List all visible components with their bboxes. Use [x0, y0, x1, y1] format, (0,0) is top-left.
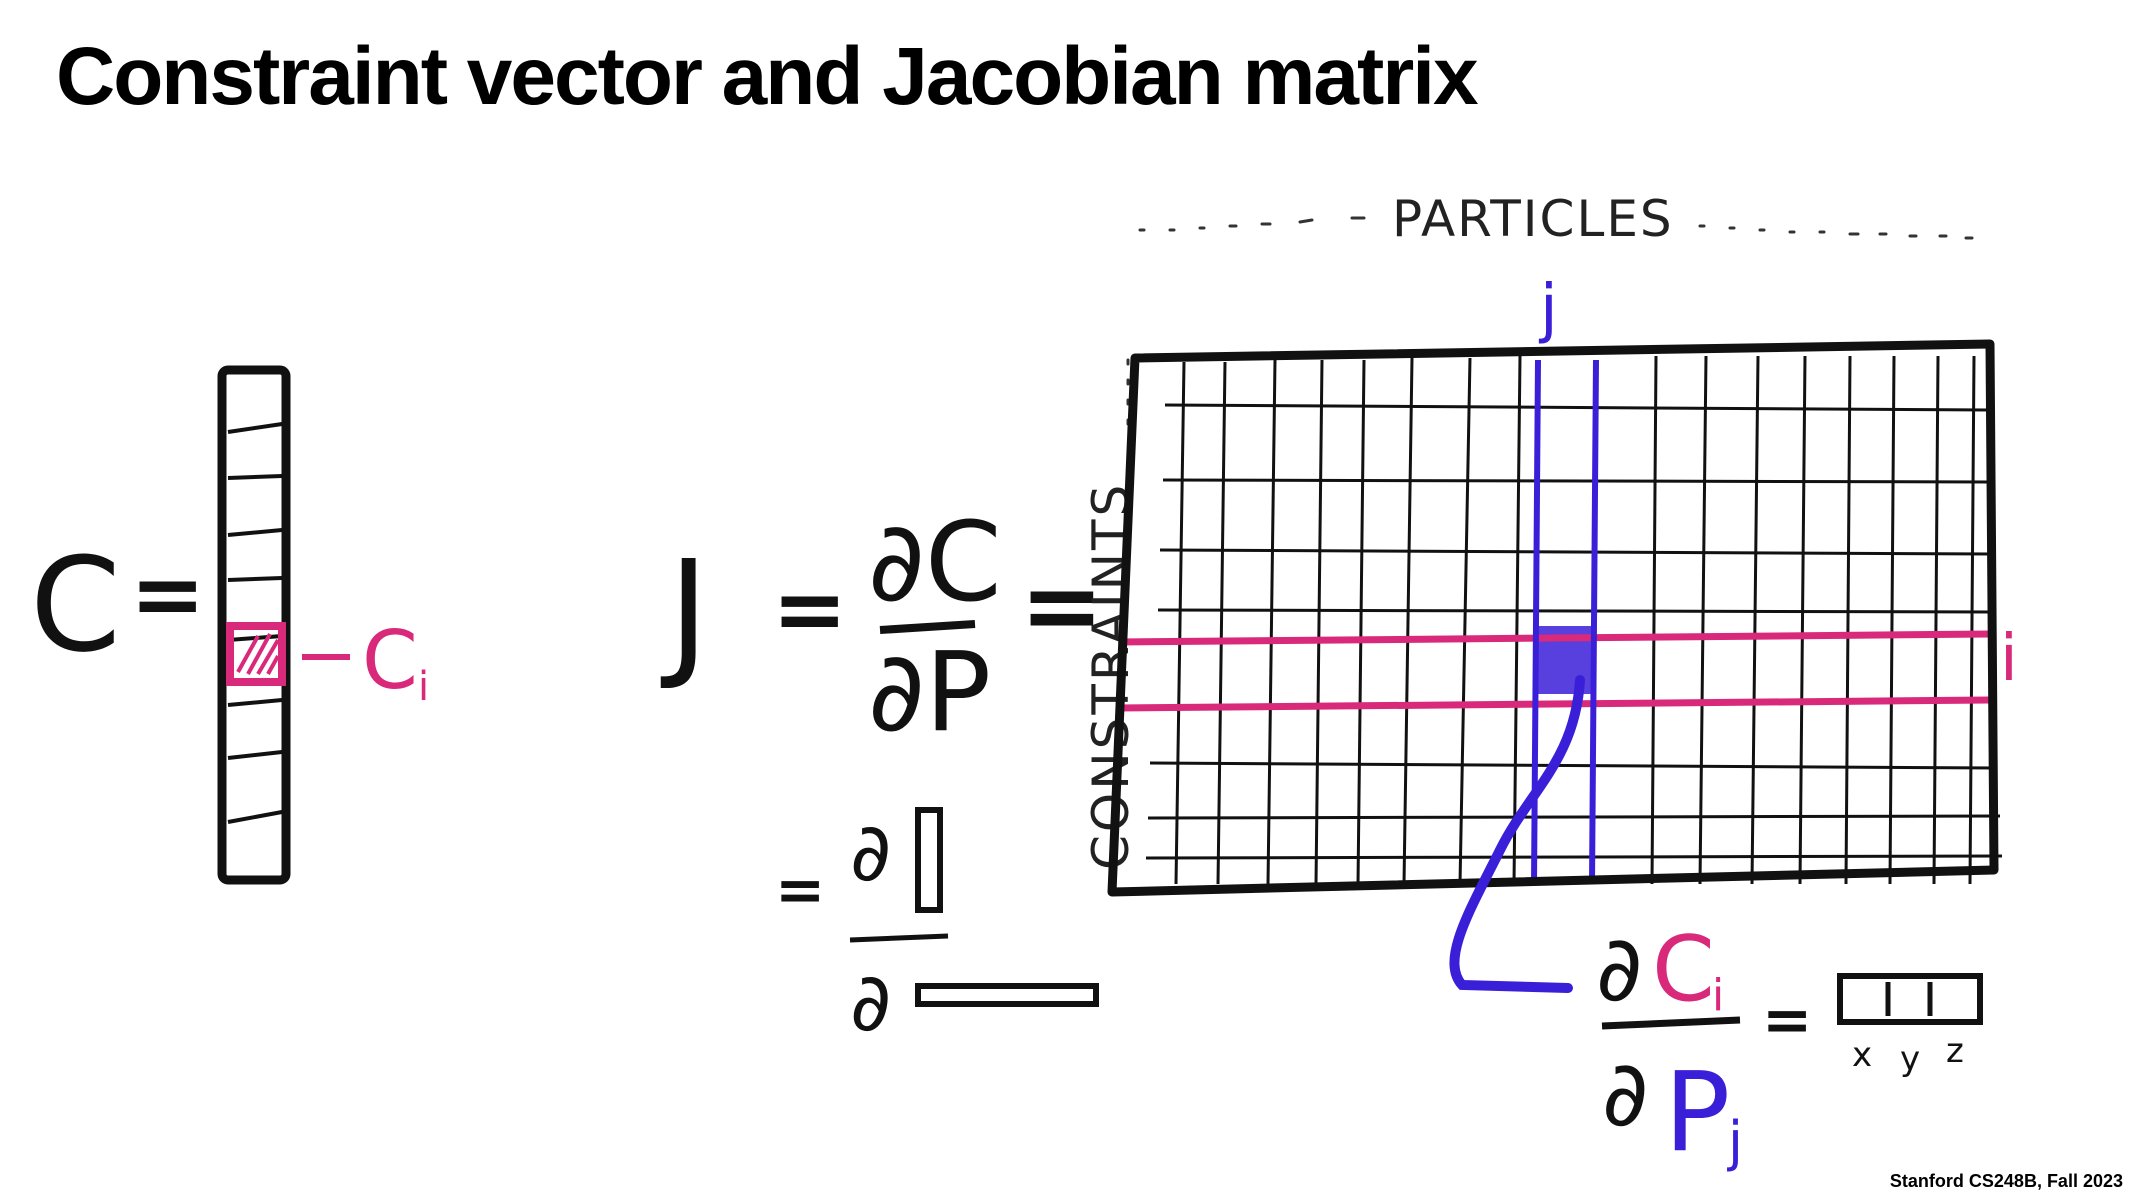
vector-divider [227, 750, 283, 760]
row-i-bottom [1117, 696, 1991, 712]
vector-symbol: C [30, 529, 121, 681]
vector-ci-subscript: i [418, 664, 429, 710]
row-i-top [1119, 630, 1991, 646]
shape-partial-bottom: ∂ [850, 956, 891, 1049]
slide-title: Constraint vector and Jacobian matrix [56, 31, 1479, 122]
jacobian-symbol: J [660, 531, 709, 694]
jacobian-equation: J = ∂C ∂P = = ∂ ∂ [660, 498, 1104, 1049]
vector-divider [227, 698, 283, 707]
entry-denominator-var: P [1664, 1048, 1730, 1176]
component-x: x [1852, 1035, 1872, 1075]
row-i-index: i [2000, 622, 2018, 696]
shape-partial-top: ∂ [850, 806, 891, 899]
vector-divider [227, 528, 283, 537]
vector-divider [227, 474, 283, 480]
shape-equals: = [775, 855, 825, 925]
entry-denominator-sub: j [1727, 1110, 1743, 1173]
entry-numerator-var: C [1652, 917, 1715, 1022]
shape-column-vector [915, 807, 943, 913]
jacobian-numerator: ∂C [868, 498, 1002, 626]
entry-numerator-sub: i [1712, 970, 1724, 1021]
entry-equals: = [1762, 985, 1812, 1055]
jacobian-equals: = [772, 557, 847, 662]
vector-divider [227, 422, 283, 434]
component-z: z [1946, 1031, 1964, 1071]
vector-highlight-cell [226, 622, 286, 686]
vector-highlight-hatch [236, 633, 280, 676]
entry-pointer [1449, 675, 1585, 993]
entry-fraction-bar [1601, 1016, 1741, 1030]
jacobian-fraction-bar [879, 620, 976, 634]
column-j-left [1531, 359, 1541, 885]
vector-divider [227, 810, 283, 824]
particles-label: PARTICLES [1392, 190, 1674, 248]
component-y: y [1900, 1039, 1920, 1079]
entry-derivative: ∂ C i ∂ P j = x y z [1596, 917, 1983, 1176]
jacobian-matrix: PARTICLES CONSTRAINTS [1082, 190, 2018, 993]
vector-ci-label: C [362, 614, 418, 707]
particles-dots [1138, 216, 1974, 240]
constraint-vector-group: C = C i [30, 365, 429, 885]
component-row-vector [1837, 973, 1983, 1025]
jacobian-second-equals: = [1020, 547, 1104, 664]
shape-row-vector [915, 983, 1099, 1007]
column-j-index: j [1538, 272, 1558, 346]
slide-footer: Stanford CS248B, Fall 2023 [1889, 1171, 2123, 1191]
matrix-grid [1145, 355, 2003, 885]
entry-partial-top: ∂ [1596, 917, 1643, 1022]
column-j-right [1589, 359, 1599, 885]
matrix-border [1107, 339, 1999, 897]
shape-fraction-bar [849, 933, 949, 943]
vector-divider [227, 576, 283, 582]
entry-partial-bottom: ∂ [1602, 1042, 1649, 1147]
vector-equals: = [130, 542, 205, 647]
jacobian-denominator: ∂P [868, 628, 991, 756]
